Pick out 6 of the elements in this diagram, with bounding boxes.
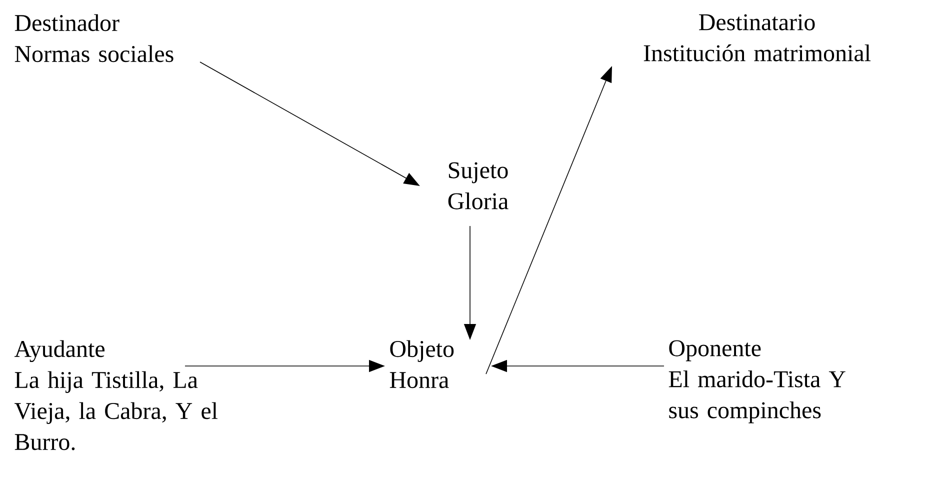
text-label: Oponente El marido-Tista Y sus compinches <box>668 340 846 424</box>
text-label: Destinatario Institución matrimonial <box>644 14 871 62</box>
text-label: Ayudante La hija Tistilla, La Vieja, la Cabra, Y el Burro. <box>14 340 218 450</box>
text-label: Objeto Honra <box>390 340 454 388</box>
text-label: Destinador Normas sociales <box>14 14 174 62</box>
text-label: Sujeto Gloria <box>448 162 508 210</box>
